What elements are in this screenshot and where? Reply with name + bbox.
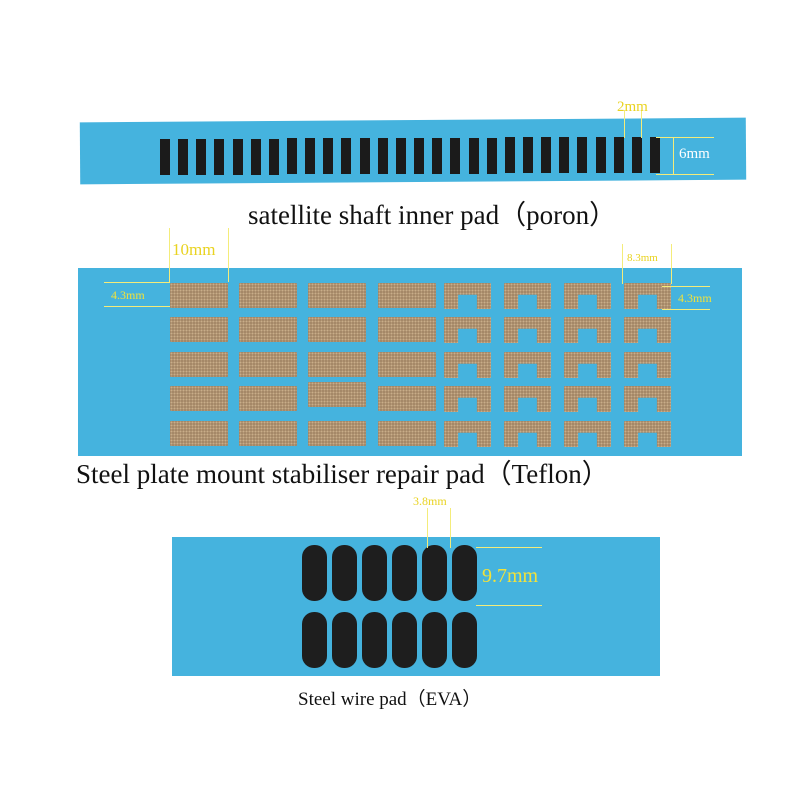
dim-label-strip-width: 2mm (617, 99, 648, 115)
dim-line (476, 547, 542, 548)
eva-pad (362, 612, 387, 668)
poron-strip (650, 136, 660, 173)
teflon-rect-pad (378, 386, 436, 411)
poron-strip (414, 137, 425, 174)
dim-line (671, 244, 672, 284)
teflon-notched-pad (444, 421, 491, 447)
dim-line (476, 605, 542, 606)
dim-label-notch-height: 4.3mm (678, 291, 712, 305)
poron-strip (432, 137, 443, 174)
poron-strip (595, 137, 606, 174)
teflon-rect-pad (308, 421, 366, 446)
dim-label-strip-height: 6mm (679, 146, 710, 162)
dim-line (624, 110, 625, 138)
dim-line (169, 228, 170, 282)
poron-strip (178, 138, 189, 175)
teflon-rect-pad (239, 317, 297, 342)
poron-strip (450, 137, 461, 174)
poron-strip (250, 138, 261, 175)
teflon-rect-pad (378, 352, 436, 377)
poron-strip (486, 137, 497, 174)
dim-label-notch-width: 8.3mm (627, 252, 658, 264)
poron-strip (214, 138, 225, 175)
poron-strip (504, 137, 515, 174)
dim-line (662, 309, 710, 310)
dim-label-rect-width: 10mm (172, 240, 216, 259)
teflon-rect-pad (239, 283, 297, 308)
poron-strip (341, 138, 352, 175)
teflon-rect-pad (239, 386, 297, 411)
dim-line (622, 244, 623, 284)
dim-line (427, 508, 428, 548)
teflon-rect-pad (308, 352, 366, 377)
eva-pad (392, 612, 417, 668)
dim-label-eva-width: 3.8mm (413, 494, 447, 508)
poron-strip (160, 139, 170, 175)
poron-strip (613, 137, 624, 173)
poron-strip (287, 138, 298, 175)
eva-caption: Steel wire pad（EVA） (298, 689, 482, 710)
poron-strip (377, 138, 388, 175)
poron-strip (522, 137, 533, 174)
eva-pad (302, 545, 327, 601)
eva-pad (302, 612, 327, 668)
dim-line (656, 174, 714, 175)
dim-line (450, 508, 451, 548)
poron-caption: satellite shaft inner pad（poron） (248, 200, 617, 230)
dim-label-eva-height: 9.7mm (482, 565, 539, 587)
eva-pad (332, 545, 357, 601)
poron-strip (468, 137, 479, 174)
eva-pad (422, 612, 447, 668)
teflon-rect-pad (170, 352, 228, 377)
teflon-caption: Steel plate mount stabiliser repair pad（… (76, 459, 609, 489)
teflon-rect-pad (239, 421, 297, 446)
dim-line (662, 286, 710, 287)
dim-line (641, 110, 642, 138)
poron-strip (232, 138, 243, 175)
eva-pad (422, 545, 447, 601)
teflon-rect-pad (308, 382, 366, 407)
eva-pad (332, 612, 357, 668)
teflon-rect-pad (378, 421, 436, 446)
teflon-rect-pad (170, 283, 228, 308)
poron-strip (196, 138, 207, 175)
dim-line (228, 228, 229, 282)
eva-pad (452, 545, 477, 601)
dim-line (104, 306, 170, 307)
dim-label-rect-height: 4.3mm (111, 288, 145, 302)
poron-strip (577, 137, 588, 174)
teflon-rect-pad (308, 283, 366, 308)
eva-pad (362, 545, 387, 601)
poron-strip (395, 137, 406, 174)
poron-strip (323, 138, 334, 175)
teflon-rect-pad (170, 317, 228, 342)
poron-strip (541, 137, 552, 174)
teflon-notched-pad (504, 421, 551, 447)
dim-line (673, 138, 674, 174)
poron-strip (559, 137, 570, 174)
poron-strip (631, 136, 642, 173)
teflon-rect-pad (239, 352, 297, 377)
teflon-rect-pad (378, 283, 436, 308)
teflon-rect-pad (378, 317, 436, 342)
poron-strip (305, 138, 316, 175)
eva-pad (452, 612, 477, 668)
teflon-rect-pad (170, 421, 228, 446)
teflon-rect-pad (170, 386, 228, 411)
dim-line (656, 137, 714, 138)
poron-strip (268, 138, 279, 175)
dim-line (104, 282, 170, 283)
eva-pad (392, 545, 417, 601)
poron-strip (359, 138, 370, 175)
teflon-rect-pad (308, 317, 366, 342)
